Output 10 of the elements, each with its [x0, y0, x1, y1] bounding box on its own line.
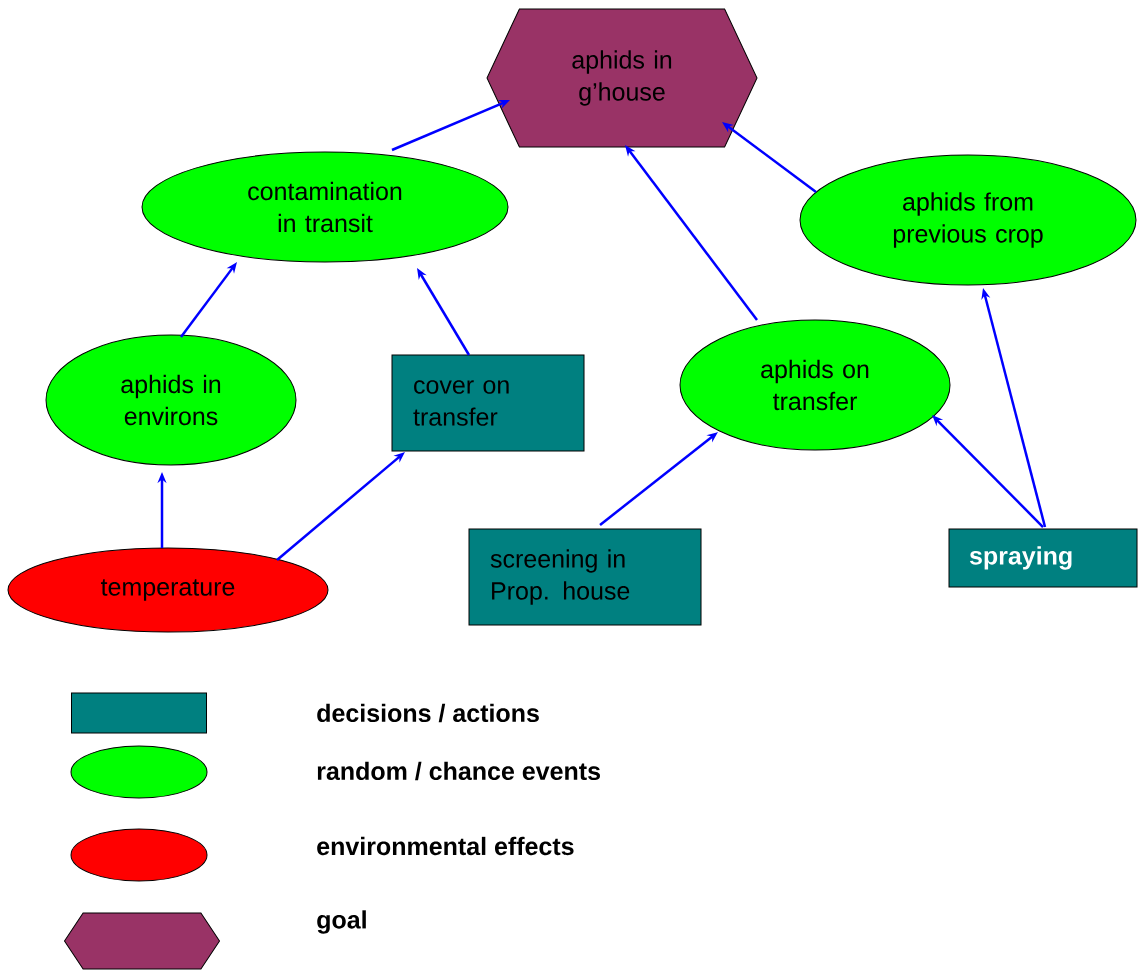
goal-hexagon: aphids in g’house	[486, 8, 758, 148]
arrow	[932, 415, 1044, 528]
action-box: cover on transfer	[391, 354, 585, 452]
arrow	[276, 452, 405, 561]
legend-text: decisions / actions	[317, 703, 539, 723]
legend-text: random / chance events	[317, 761, 600, 781]
action-box: spraying	[948, 528, 1138, 588]
action-box: screening in Prop. house	[468, 528, 702, 626]
legend-text: goal	[317, 910, 366, 934]
legend-text: environmental effects	[317, 836, 574, 856]
